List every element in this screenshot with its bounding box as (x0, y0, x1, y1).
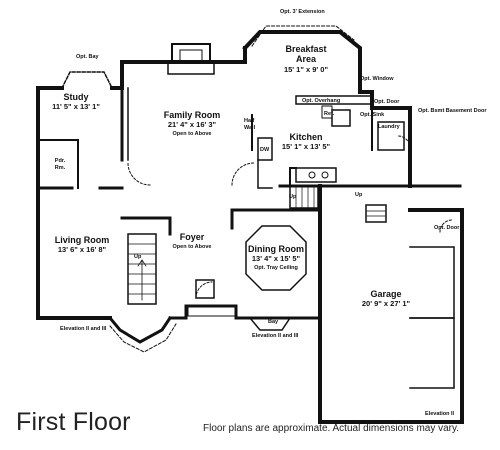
lower-front-wall (107, 315, 173, 344)
garage-step (365, 204, 387, 223)
floor-title: First Floor (16, 408, 131, 436)
stove (295, 167, 337, 183)
elevation-left-label: Elevation II and III (60, 326, 107, 332)
garage-opt-door-label: Opt. Door (434, 225, 460, 231)
living-bay-dashed (109, 323, 177, 353)
powder-room-label-2: Rm. (55, 165, 66, 171)
half-wall-label-1: Half (244, 118, 255, 124)
stair-up-arrow (137, 259, 147, 301)
garage-door-panel-2 (409, 317, 455, 389)
garage-door-panel (409, 246, 455, 319)
door-swing-2 (231, 162, 255, 186)
opt-door-label: Opt. Door (374, 99, 400, 105)
dining-bay-label: Bay (268, 319, 279, 325)
dw-label: DW (260, 147, 270, 153)
dining-room-note: Opt. Tray Ceiling (254, 265, 298, 271)
half-wall-label-2: Wall (244, 125, 256, 131)
up-label-stairs: Up (134, 254, 142, 260)
opt-window-label: Opt. Window (360, 76, 394, 82)
opt-bsmt-door-label: Opt. Bsmt Basement Door (418, 108, 487, 114)
breakfast-name-2: Area (296, 54, 317, 64)
ref-space (321, 105, 333, 119)
foyer-note: Open to Above (173, 244, 212, 250)
foyer-wall (120, 216, 172, 236)
kitchen-step-stairs (289, 185, 319, 209)
breakfast-dims: 15' 1" x 9' 0" (284, 65, 328, 74)
study-room-name: Study (63, 92, 88, 102)
powder-room (37, 139, 79, 189)
kitchen-dims: 15' 1" x 13' 5" (282, 142, 331, 151)
coat-closet (195, 279, 215, 299)
living-room-name: Living Room (55, 235, 110, 245)
bay-study (60, 71, 114, 90)
garage-wall (318, 184, 464, 424)
dining-bay (248, 316, 292, 331)
basement-door (397, 135, 411, 149)
entry-door (195, 281, 213, 299)
disclaimer-note: Floor plans are approximate. Actual dime… (203, 423, 460, 434)
breakfast-extension-dashed (251, 25, 355, 47)
living-room-dims: 13' 6" x 16' 8" (58, 245, 107, 254)
door-swing-1 (127, 162, 151, 186)
fireplace (171, 43, 211, 63)
elevation-garage-label: Elevation II (425, 411, 455, 417)
elevation-center-label: Elevation II and III (252, 333, 299, 339)
exterior-wall (36, 86, 112, 320)
laundry-box (377, 121, 405, 151)
exterior-wall-top-left (36, 46, 247, 90)
dining-room-dims: 13' 4" x 15' 5" (252, 254, 301, 263)
garage-dims: 20' 9" x 27' 1" (362, 299, 411, 308)
ref-label: Ref. (324, 111, 335, 117)
family-room-note: Open to Above (173, 131, 212, 137)
dining-room-name: Dining Room (248, 244, 304, 254)
family-room-name: Family Room (164, 110, 221, 120)
opt-extension-label: Opt. 3' Extension (280, 9, 325, 15)
kitchen-counter (257, 159, 273, 189)
kitchen-name: Kitchen (289, 132, 322, 142)
opt-overhang-label: Opt. Overhang (302, 98, 340, 104)
up-label-kitchen: Up (355, 192, 363, 198)
island (295, 95, 373, 105)
breakfast-name-1: Breakfast (285, 44, 326, 54)
dining-octagon (245, 225, 307, 291)
right-wall (358, 90, 412, 188)
family-room-dims: 21' 4" x 16' 3" (168, 120, 217, 129)
breakfast-bay-wall (242, 30, 362, 94)
study-room-dims: 11' 5" x 13' 1" (52, 102, 100, 111)
dw-cabinet (257, 137, 273, 161)
opt-sink-label: Opt. Sink (360, 112, 385, 118)
powder-room-label-1: Pdr. (55, 158, 66, 164)
study-opt-bay-label: Opt. Bay (76, 54, 100, 60)
garage-door-swing (439, 219, 453, 233)
laundry-label: Laundry (378, 124, 401, 130)
island-sink (331, 109, 351, 127)
foyer-stoop (187, 305, 237, 317)
foyer-name: Foyer (180, 232, 205, 242)
fireplace-hearth (167, 61, 215, 75)
stair-outline (127, 233, 157, 305)
kitchen-wall (289, 167, 297, 187)
garage-name: Garage (370, 289, 401, 299)
up-label-steps: Up (289, 194, 297, 200)
